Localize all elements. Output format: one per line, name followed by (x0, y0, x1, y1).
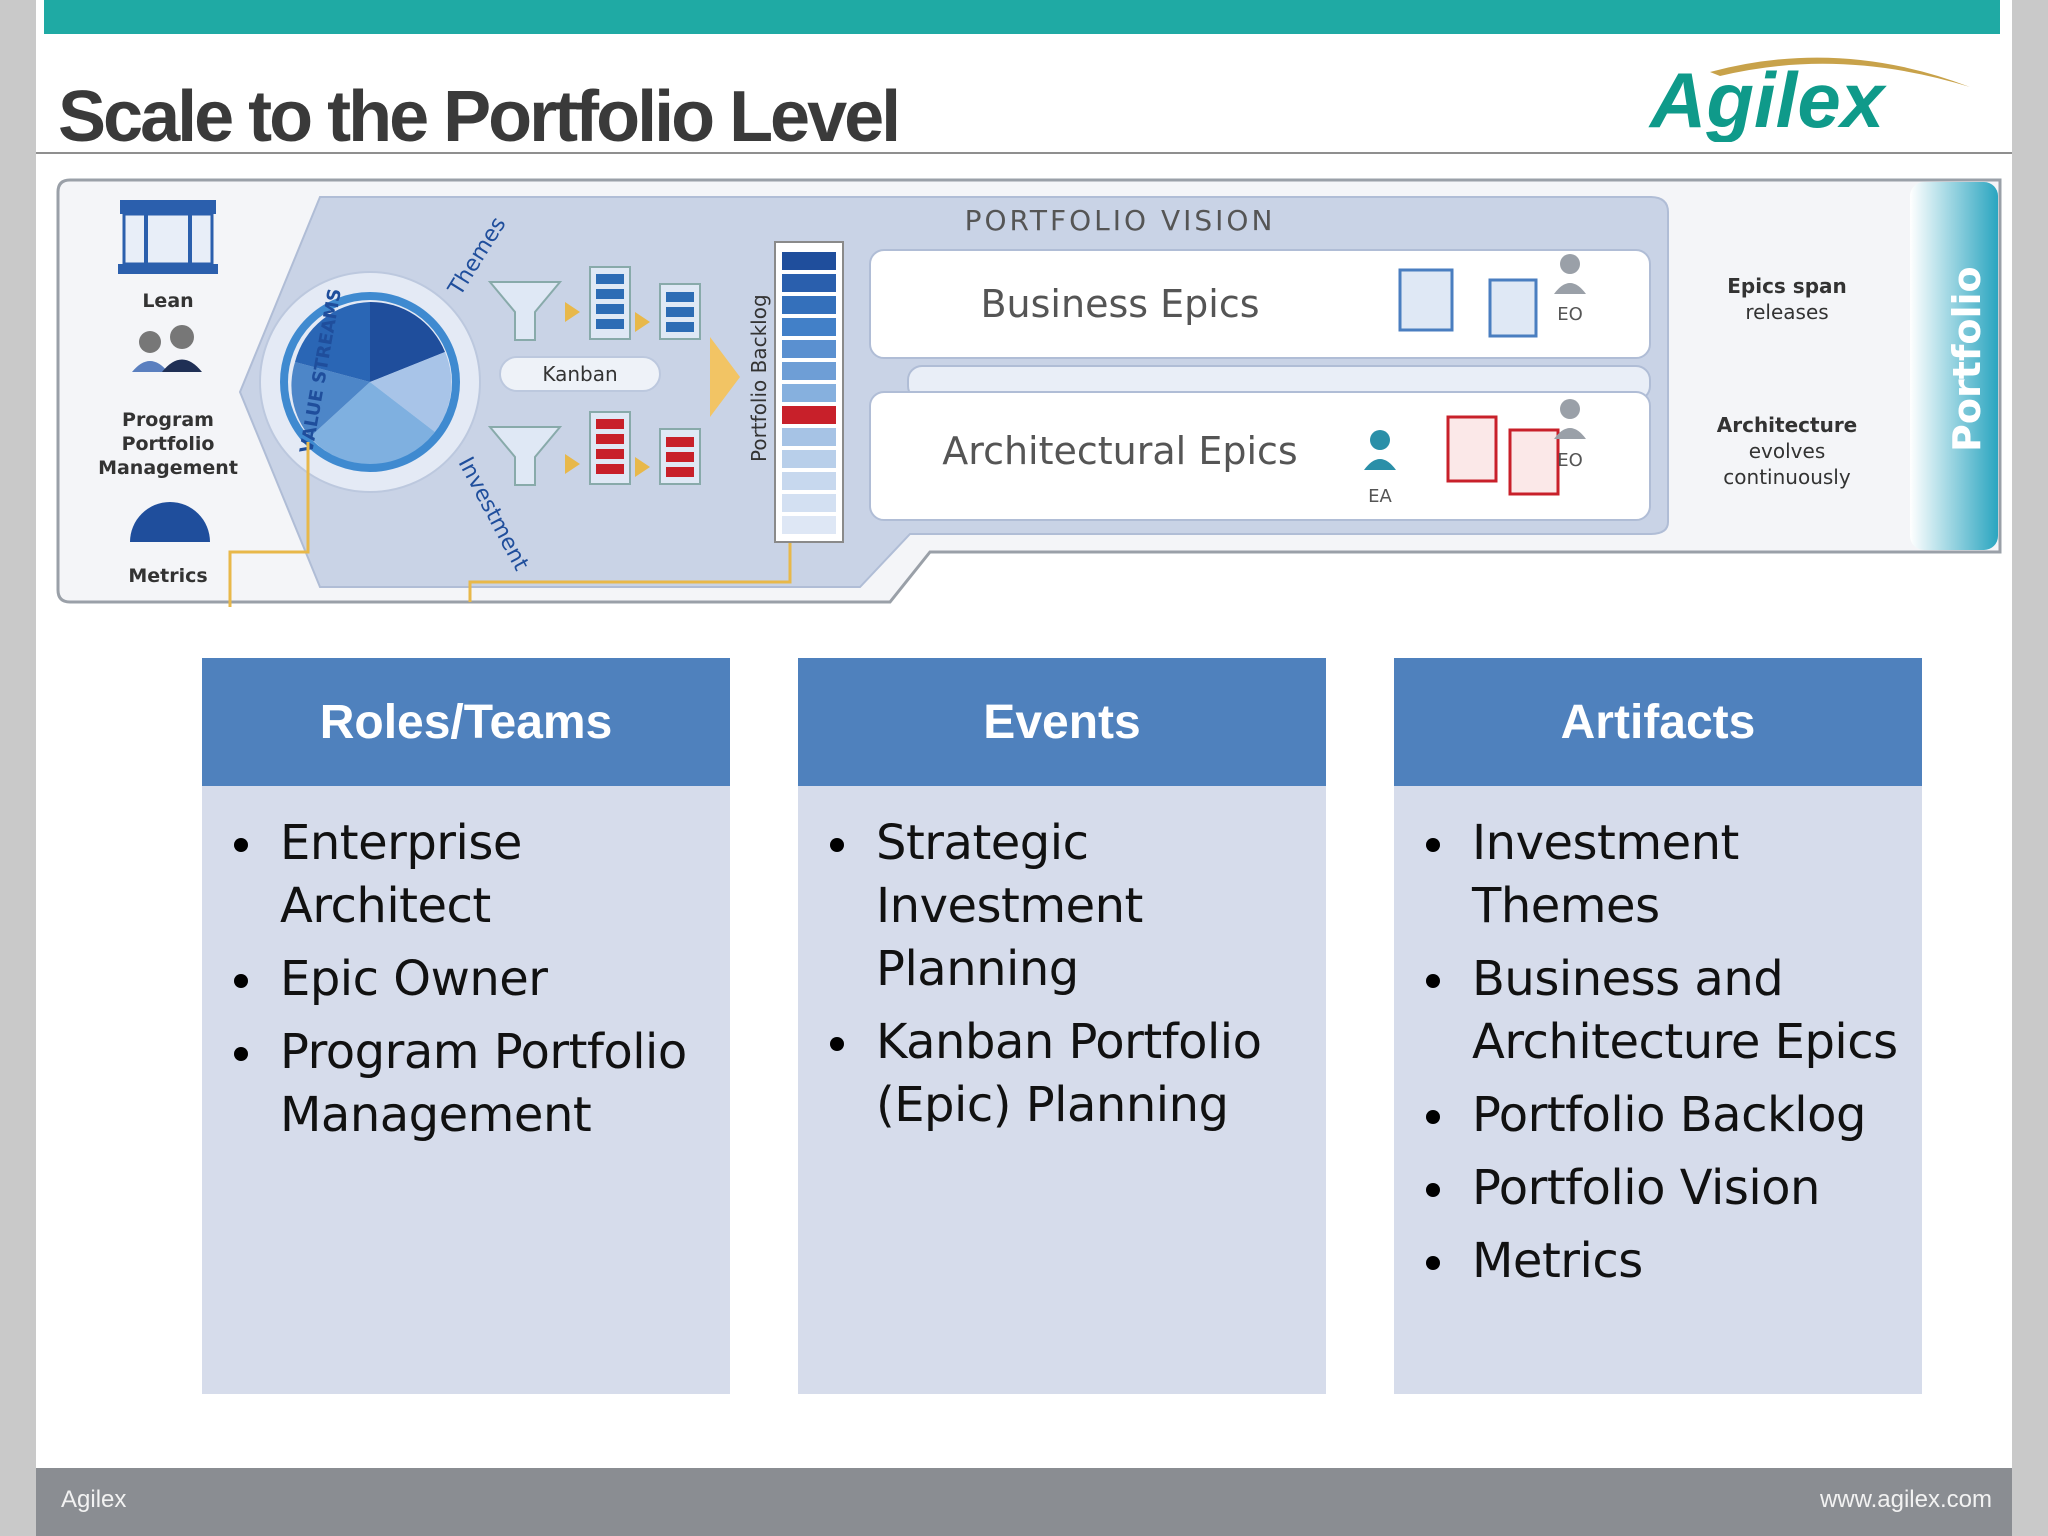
portfolio-vision-label: PORTFOLIO VISION (965, 204, 1276, 237)
eo-label-bottom: EO (1557, 450, 1583, 471)
portfolio-diagram: Portfolio Lean Program Portfolio Managem… (56, 178, 2002, 607)
page-title: Scale to the Portfolio Level (58, 77, 901, 157)
metrics-label: Metrics (128, 565, 207, 587)
footer-url[interactable]: www.agilex.com (1819, 1486, 1992, 1513)
list-item: Kanban Portfolio (Epic) Planning (830, 1011, 1306, 1137)
funnel-icon-top (487, 281, 563, 341)
funnel-icon-bottom (487, 426, 563, 486)
list-item: Business and Architecture Epics (1426, 948, 1902, 1074)
architecture-evolves-line2: evolves (1749, 439, 1826, 463)
portfolio-side-label: Portfolio (1945, 266, 1989, 452)
epic-owner-icon (1554, 254, 1586, 439)
list-item: Metrics (1426, 1230, 1902, 1293)
ppm-label-line3: Management (98, 457, 238, 479)
ppm-label-line1: Program (122, 409, 214, 431)
slide: Scale to the Portfolio Level Agilex Port… (36, 0, 2012, 1536)
title-divider (36, 152, 2012, 154)
portfolio-backlog-label: Portfolio Backlog (747, 294, 771, 462)
footer-company: Agilex (61, 1486, 127, 1513)
business-epic-document-icon (1398, 268, 1538, 338)
architectural-epics-label: Architectural Epics (942, 429, 1297, 473)
architecture-evolves-line1: Architecture (1717, 413, 1858, 437)
kanban-label: Kanban (542, 362, 617, 386)
events-heading: Events (798, 658, 1326, 786)
footer-bar: Agilex www.agilex.com (36, 1468, 2012, 1536)
events-column: Events Strategic Investment Planning Kan… (798, 658, 1326, 1394)
list-item: Epic Owner (234, 948, 710, 1011)
list-item: Enterprise Architect (234, 812, 710, 938)
ea-label: EA (1368, 486, 1392, 507)
artifacts-heading: Artifacts (1394, 658, 1922, 786)
ppm-label-line2: Portfolio (122, 433, 215, 455)
epics-span-line2: releases (1745, 300, 1828, 324)
list-item: Investment Themes (1426, 812, 1902, 938)
eo-label-top: EO (1557, 304, 1583, 325)
top-accent-bar (44, 0, 2000, 34)
logo-text: Agilex (1648, 56, 1888, 142)
list-item: Strategic Investment Planning (830, 812, 1306, 1001)
lean-label: Lean (142, 290, 193, 312)
artifacts-column: Artifacts Investment Themes Business and… (1394, 658, 1922, 1394)
gauge-icon (130, 502, 210, 542)
epics-span-line1: Epics span (1727, 274, 1847, 298)
people-icon (132, 325, 202, 372)
enterprise-architect-icon (1364, 430, 1396, 470)
roles-teams-heading: Roles/Teams (202, 658, 730, 786)
architecture-evolves-line3: continuously (1723, 465, 1851, 489)
lean-icon (118, 200, 218, 274)
list-item: Portfolio Vision (1426, 1157, 1902, 1220)
agilex-logo: Agilex (1648, 56, 1970, 142)
business-epics-label: Business Epics (980, 282, 1259, 326)
architectural-epic-document-icon (1446, 415, 1560, 496)
list-item: Program Portfolio Management (234, 1021, 710, 1147)
list-item: Portfolio Backlog (1426, 1084, 1902, 1147)
roles-teams-column: Roles/Teams Enterprise Architect Epic Ow… (202, 658, 730, 1394)
